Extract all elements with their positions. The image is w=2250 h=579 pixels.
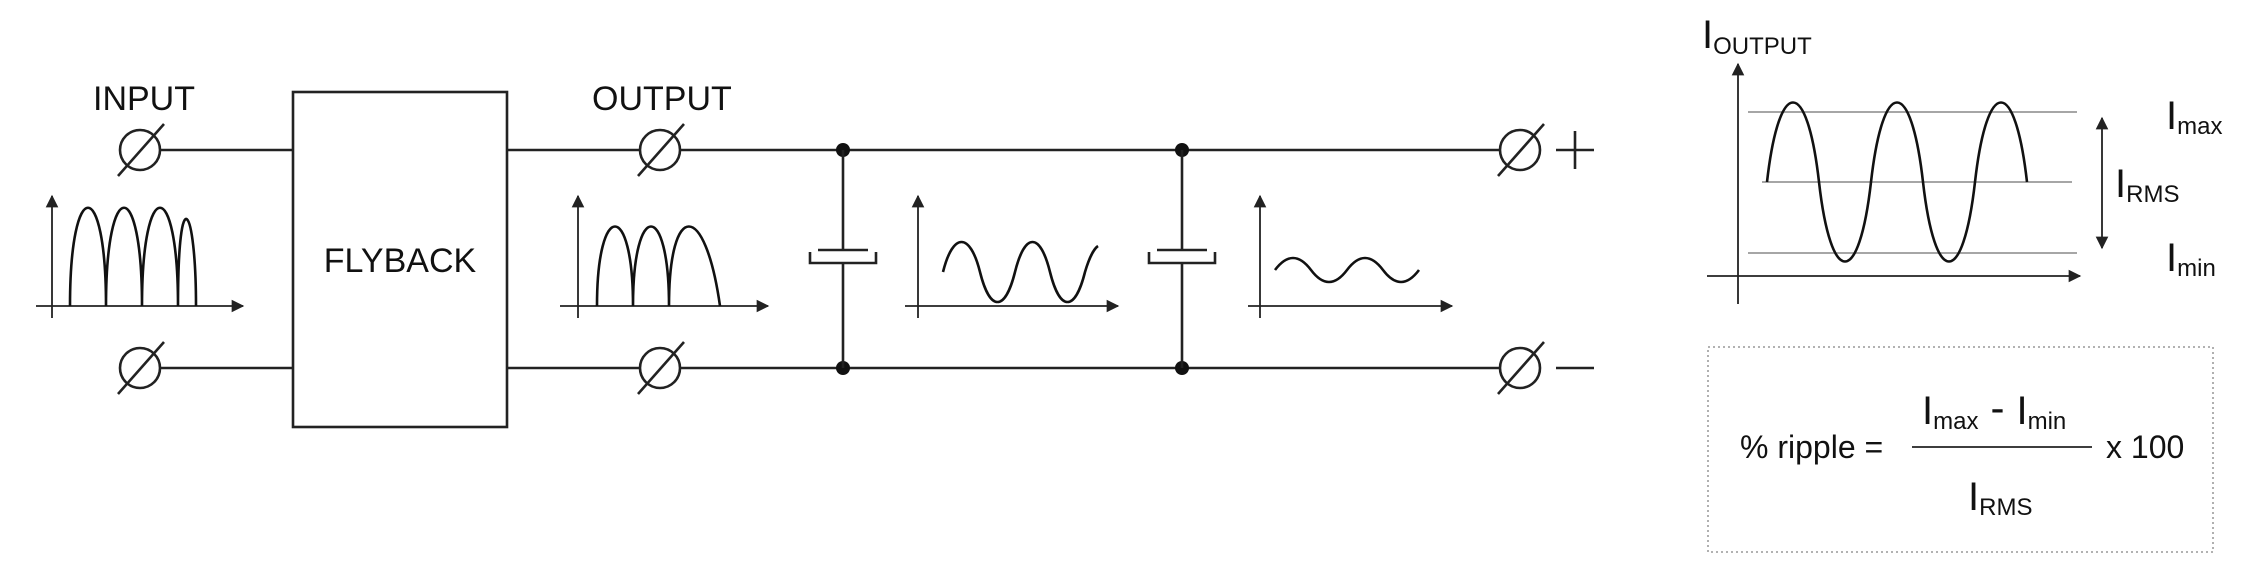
input-waveform-plot <box>36 194 245 318</box>
input-section: INPUT <box>36 80 293 395</box>
medium-ripple-wave <box>941 240 1099 304</box>
small-ripple-wave <box>1273 256 1421 284</box>
output-label: OUTPUT <box>592 80 732 118</box>
graph-y-label: IOUTPUT <box>1702 13 1812 60</box>
final-terminal-negative <box>1497 341 1594 395</box>
output-ripple-wave <box>1765 101 2029 263</box>
output-terminal-top <box>637 123 685 177</box>
formula-denominator: IRMS <box>1968 475 2032 521</box>
output-waveform-plot <box>560 194 770 318</box>
input-label: INPUT <box>93 80 195 118</box>
rectified-output-wave <box>595 225 722 307</box>
ripple-graph: IOUTPUT Imax IRMS Imin <box>1702 13 2222 304</box>
irms-label: IRMS <box>2115 162 2179 208</box>
final-terminal-positive <box>1497 123 1594 177</box>
filter-capacitor-2 <box>1147 143 1217 375</box>
formula-lhs: % ripple = <box>1740 429 1883 465</box>
formula-factor: x 100 <box>2106 429 2184 465</box>
capacitor2-waveform-plot <box>1248 194 1454 318</box>
input-terminal-bottom <box>117 341 165 395</box>
input-terminal-top <box>117 123 165 177</box>
formula-numerator: Imax-Imin <box>1922 384 2066 435</box>
ripple-formula-box: % ripple = Imax-Imin IRMS x 100 <box>1707 346 2214 553</box>
imax-label: Imax <box>2166 94 2222 140</box>
flyback-block: FLYBACK <box>291 90 509 429</box>
imin-label: Imin <box>2166 236 2216 282</box>
capacitor1-waveform-plot <box>905 194 1120 318</box>
flyback-output-section: OUTPUT <box>507 80 770 395</box>
rectified-input-wave <box>68 206 198 307</box>
filter-capacitor-1 <box>808 143 878 375</box>
flyback-label: FLYBACK <box>324 242 477 280</box>
output-terminal-bottom <box>637 341 685 395</box>
